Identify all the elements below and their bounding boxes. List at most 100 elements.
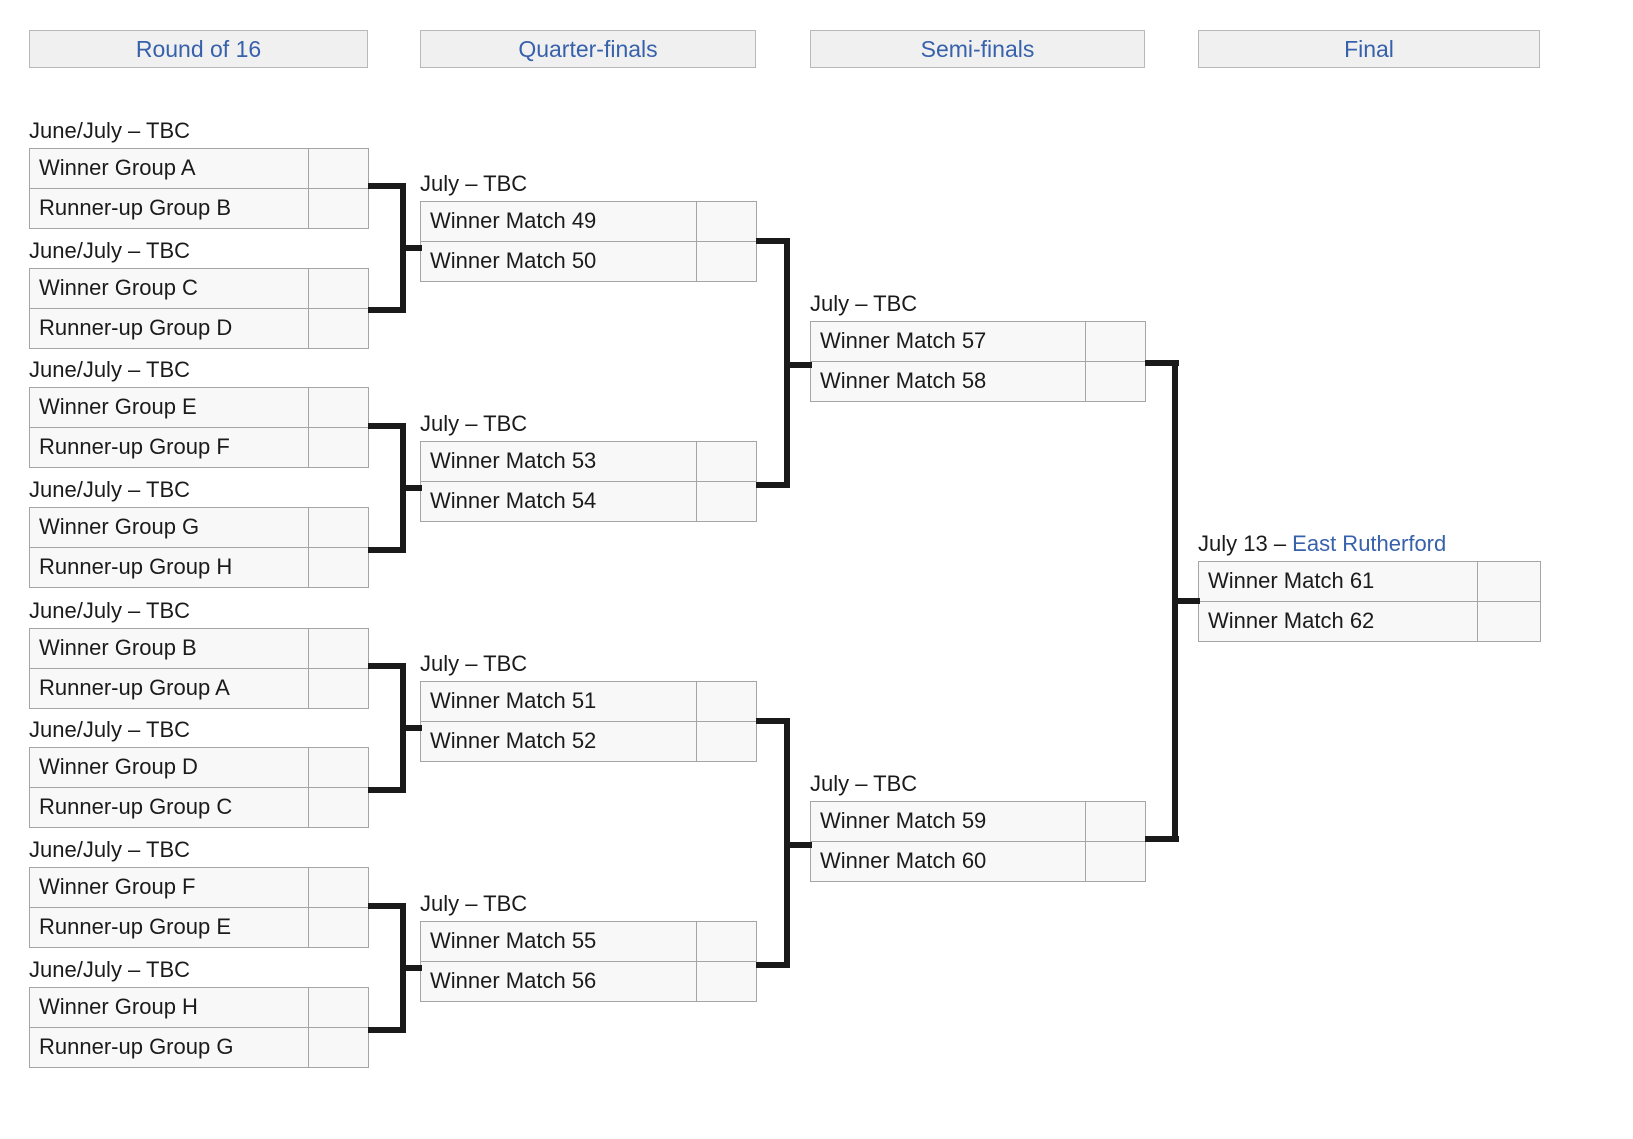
table-row[interactable]: Winner Match 49 [421, 202, 757, 242]
table-row[interactable]: Winner Match 50 [421, 242, 757, 282]
team-score [1478, 562, 1541, 602]
team-name: Winner Group E [30, 388, 309, 428]
connector-sf1-inlet [784, 362, 812, 368]
team-name: Winner Match 50 [421, 242, 697, 282]
table-row[interactable]: Runner-up Group H [30, 548, 369, 588]
team-name: Winner Match 52 [421, 722, 697, 762]
table-row[interactable]: Winner Match 60 [811, 842, 1146, 882]
team-score [309, 868, 369, 908]
match-table: Winner Group F Runner-up Group E [29, 867, 369, 948]
table-row[interactable]: Winner Match 59 [811, 802, 1146, 842]
match-table: Winner Group B Runner-up Group A [29, 628, 369, 709]
team-score [309, 508, 369, 548]
match-table: Winner Match 57 Winner Match 58 [810, 321, 1146, 402]
table-row[interactable]: Winner Group A [30, 149, 369, 189]
team-score [309, 428, 369, 468]
match-label: July – TBC [420, 891, 528, 916]
team-name: Winner Match 61 [1199, 562, 1478, 602]
match-label: July – TBC [420, 411, 528, 436]
table-row[interactable]: Winner Group F [30, 868, 369, 908]
match-label: July – TBC [420, 651, 528, 676]
team-score [1086, 802, 1146, 842]
match-table: Winner Group H Runner-up Group G [29, 987, 369, 1068]
match-table: Winner Match 59 Winner Match 60 [810, 801, 1146, 882]
team-score [309, 149, 369, 189]
table-row[interactable]: Runner-up Group E [30, 908, 369, 948]
team-score [309, 748, 369, 788]
table-row[interactable]: Winner Match 57 [811, 322, 1146, 362]
match-label: June/July – TBC [29, 357, 191, 382]
table-row[interactable]: Winner Match 53 [421, 442, 757, 482]
team-score [697, 242, 757, 282]
match-table: Winner Match 53 Winner Match 54 [420, 441, 757, 522]
team-name: Winner Match 62 [1199, 602, 1478, 642]
table-row[interactable]: Winner Match 58 [811, 362, 1146, 402]
table-row[interactable]: Runner-up Group D [30, 309, 369, 349]
match-table: Winner Group G Runner-up Group H [29, 507, 369, 588]
team-score [309, 988, 369, 1028]
connector-qf3-stub [756, 718, 790, 724]
connector-r16-3-stub [368, 423, 406, 429]
table-row[interactable]: Winner Group G [30, 508, 369, 548]
table-row[interactable]: Winner Group B [30, 629, 369, 669]
table-row[interactable]: Runner-up Group A [30, 669, 369, 709]
round-header-semi-finals[interactable]: Semi-finals [810, 30, 1145, 68]
connector-sf2-inlet [784, 842, 812, 848]
table-row[interactable]: Runner-up Group G [30, 1028, 369, 1068]
team-score [697, 722, 757, 762]
team-name: Runner-up Group F [30, 428, 309, 468]
table-row[interactable]: Runner-up Group C [30, 788, 369, 828]
team-score [309, 548, 369, 588]
match-table: Winner Match 55 Winner Match 56 [420, 921, 757, 1002]
team-score [309, 1028, 369, 1068]
team-score [1086, 842, 1146, 882]
round-header-final[interactable]: Final [1198, 30, 1540, 68]
connector-qf1-inlet [400, 245, 422, 251]
table-row[interactable]: Winner Group H [30, 988, 369, 1028]
team-score [1086, 362, 1146, 402]
team-name: Winner Match 55 [421, 922, 697, 962]
connector-qf1-stub [756, 238, 790, 244]
match-table: Winner Group A Runner-up Group B [29, 148, 369, 229]
team-score [697, 922, 757, 962]
team-name: Runner-up Group B [30, 189, 309, 229]
team-score [697, 482, 757, 522]
table-row[interactable]: Winner Match 54 [421, 482, 757, 522]
team-name: Winner Match 60 [811, 842, 1086, 882]
table-row[interactable]: Runner-up Group B [30, 189, 369, 229]
match-label: June/July – TBC [29, 477, 191, 502]
match-table: Winner Match 51 Winner Match 52 [420, 681, 757, 762]
table-row[interactable]: Winner Group D [30, 748, 369, 788]
team-name: Winner Group C [30, 269, 309, 309]
table-row[interactable]: Winner Match 55 [421, 922, 757, 962]
table-row[interactable]: Winner Group C [30, 269, 369, 309]
team-score [1478, 602, 1541, 642]
match-label: June/July – TBC [29, 598, 191, 623]
table-row[interactable]: Winner Match 51 [421, 682, 757, 722]
team-score [309, 788, 369, 828]
table-row[interactable]: Winner Match 62 [1199, 602, 1541, 642]
table-row[interactable]: Winner Match 56 [421, 962, 757, 1002]
team-name: Winner Match 54 [421, 482, 697, 522]
match-table: Winner Group E Runner-up Group F [29, 387, 369, 468]
team-name: Runner-up Group C [30, 788, 309, 828]
round-header-quarter-finals[interactable]: Quarter-finals [420, 30, 756, 68]
match-label: June/July – TBC [29, 957, 191, 982]
match-label: July – TBC [810, 771, 918, 796]
table-row[interactable]: Winner Group E [30, 388, 369, 428]
team-score [309, 388, 369, 428]
team-name: Winner Group H [30, 988, 309, 1028]
final-date: July 13 – [1198, 531, 1293, 556]
team-name: Runner-up Group A [30, 669, 309, 709]
match-table: Winner Group D Runner-up Group C [29, 747, 369, 828]
match-table: Winner Match 61 Winner Match 62 [1198, 561, 1541, 642]
final-venue-link[interactable]: East Rutherford [1292, 531, 1447, 556]
table-row[interactable]: Runner-up Group F [30, 428, 369, 468]
round-header-round-of-16[interactable]: Round of 16 [29, 30, 368, 68]
team-name: Winner Match 58 [811, 362, 1086, 402]
table-row[interactable]: Winner Match 61 [1199, 562, 1541, 602]
connector-qf3-inlet [400, 725, 422, 731]
table-row[interactable]: Winner Match 52 [421, 722, 757, 762]
connector-r16-8-stub [368, 1027, 406, 1033]
